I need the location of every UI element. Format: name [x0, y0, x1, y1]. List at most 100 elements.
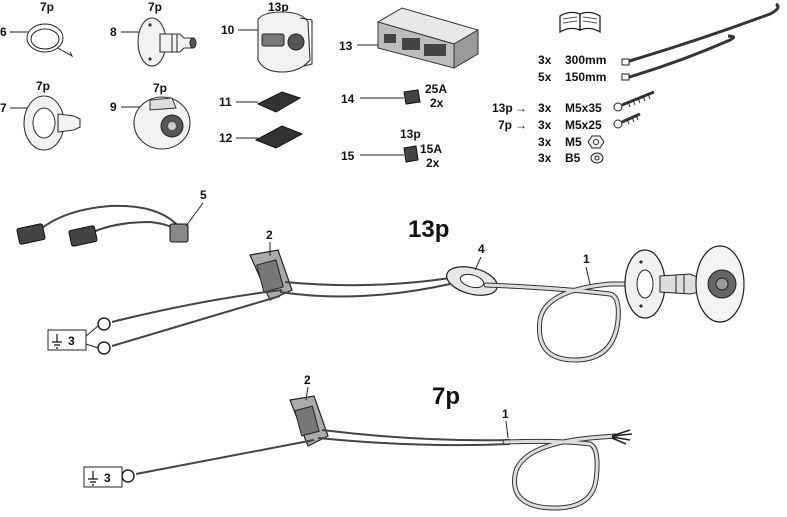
kit13-label-connector: 2: [266, 228, 273, 242]
kit-7p: 7p 2 3 1: [83, 373, 633, 511]
screw-13p-qty: 3x: [538, 101, 552, 115]
grommet: 4: [446, 242, 498, 296]
part-6-number: 6: [0, 25, 7, 39]
socket-center-pin: [168, 122, 176, 130]
seal-ring-coil-inner: [30, 28, 60, 50]
harness-wire: [321, 429, 511, 442]
part-15-qty: 2x: [426, 156, 440, 170]
gland-body: [159, 33, 193, 53]
part-14-qty: 2x: [430, 96, 444, 110]
plug-connector: [16, 223, 46, 245]
part-8-socket-gland: 7p 8: [110, 0, 197, 67]
book-icon: [559, 11, 601, 34]
part-14-fuse-25a: 14 25A 2x: [341, 82, 447, 110]
fuse-body: [403, 145, 419, 163]
cable-tie-short-icon: [625, 34, 735, 80]
part-15-pins: 13p: [400, 127, 421, 141]
part-12-number: 12: [219, 131, 233, 145]
part-15-fuse-15a: 13p 15 15A 2x: [341, 127, 442, 170]
tie-short-size: 150mm: [565, 70, 606, 84]
ground-label-box-7p: 3: [83, 466, 123, 488]
part-7-gasket: 7p 7: [0, 79, 81, 151]
module-side: [453, 29, 479, 69]
screw-13p-arrow: →: [515, 101, 527, 115]
kit13-label-grommet: 4: [478, 242, 485, 256]
adapter-harness: 5: [16, 188, 207, 247]
cable-tie-head: [621, 73, 630, 81]
part-9-number: 9: [110, 100, 117, 114]
socket-face: [287, 33, 305, 51]
part-8-number: 8: [110, 25, 117, 39]
adhesive-pad: [256, 91, 302, 113]
part-10-number: 10: [221, 23, 235, 37]
tie-long-size: 300mm: [565, 53, 606, 67]
kit7-label-cable: 1: [502, 407, 509, 421]
socket-end: [624, 245, 745, 323]
screw-long-icon: [613, 90, 655, 112]
socket-lid: [149, 97, 177, 111]
screw-7p-arrow: →: [515, 118, 527, 132]
cable-tie-long-icon: [625, 2, 780, 64]
kit7-label-ground: 3: [104, 471, 111, 485]
kit13-label-cable: 1: [583, 252, 590, 266]
harness-wire: [284, 277, 451, 287]
screw-13p-for: 13p: [492, 101, 513, 115]
screw-7p-size: M5x25: [565, 118, 602, 132]
fuse-body: [403, 89, 421, 105]
part-10-13p-socket: 13p 10: [221, 0, 313, 73]
harness-wire: [317, 437, 511, 447]
flange-hole: [148, 57, 152, 61]
ring-terminal: [121, 469, 135, 483]
flange-hole: [148, 23, 152, 27]
module-port: [384, 34, 396, 43]
kit13-label-ground: 3: [68, 334, 75, 348]
kit-13p: 13p 5 2 3: [16, 188, 745, 363]
ground-wire: [135, 439, 315, 475]
part-6-pins: 7p: [40, 0, 54, 14]
part-11-adhesive-pad: 11: [219, 91, 302, 113]
main-cable-7p: 1: [502, 407, 633, 511]
nut-size: M5: [565, 135, 582, 149]
tie-long-qty: 3x: [538, 53, 552, 67]
part-14-rating: 25A: [425, 82, 447, 96]
screw-short-icon: [613, 112, 641, 129]
part-8-pins: 7p: [148, 0, 162, 14]
nut-qty: 3x: [538, 135, 552, 149]
cable-tie-head: [621, 58, 630, 66]
harness-wire: [279, 283, 451, 298]
ring-terminal: [97, 341, 111, 355]
part-10-pins: 13p: [268, 0, 289, 14]
kit7-label-connector: 2: [304, 373, 311, 387]
gasket-sleeve: [57, 113, 81, 133]
hardware-list: 3x 300mm 5x 150mm 13p → 3x M5x35 7p → 3x…: [492, 2, 780, 165]
ring-terminal: [97, 317, 111, 331]
screw-13p-size: M5x35: [565, 101, 602, 115]
part-7-pins: 7p: [36, 79, 50, 93]
gasket-ring: [32, 107, 56, 139]
kit-13p-title: 13p: [408, 216, 449, 243]
main-connector: 2: [249, 228, 293, 301]
socket-lid: [299, 17, 313, 67]
plug-connector: [68, 225, 98, 247]
module-port: [402, 38, 420, 50]
gland-opening: [189, 37, 197, 49]
main-cable: 1: [483, 252, 653, 363]
main-connector-7p: 2: [289, 373, 329, 447]
washer-qty: 3x: [538, 151, 552, 165]
adhesive-pad: [254, 125, 304, 149]
kit-7p-title: 7p: [432, 383, 460, 410]
ground-wire: [111, 295, 281, 347]
tie-short-qty: 5x: [538, 70, 552, 84]
screw-7p-for: 7p: [498, 118, 512, 132]
part-12-adhesive-pad: 12: [219, 125, 304, 149]
part-14-number: 14: [341, 92, 355, 106]
part-15-rating: 15A: [420, 142, 442, 156]
seal-ring-coil-outer: [26, 23, 64, 53]
ground-icon: [52, 334, 62, 349]
washer-size: B5: [565, 151, 581, 165]
part-9-7p-socket: 7p 9: [110, 81, 191, 150]
part-9-pins: 7p: [153, 81, 167, 95]
module-port: [424, 44, 446, 56]
part-15-number: 15: [341, 149, 355, 163]
